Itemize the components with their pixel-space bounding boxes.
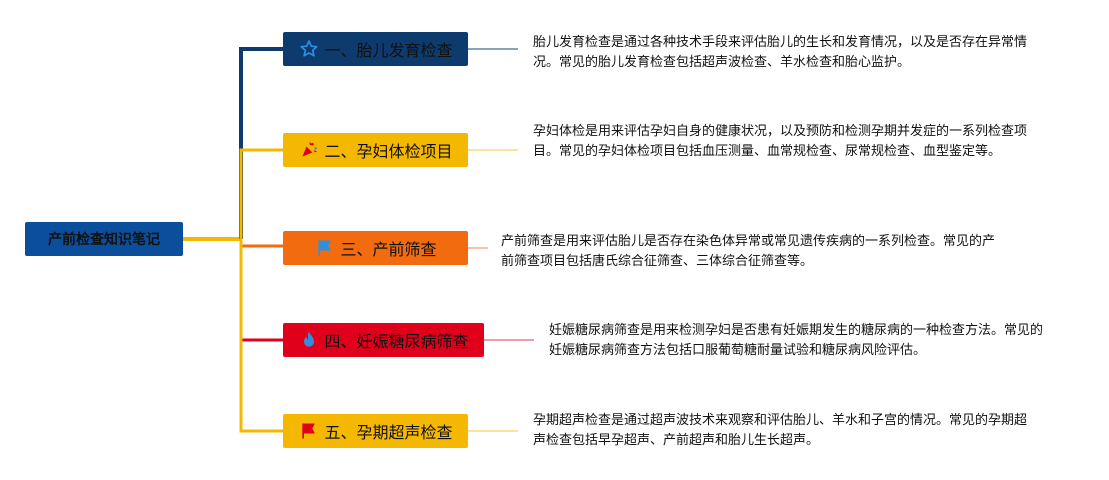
branch-desc-3: 产前筛查是用来评估胎儿是否存在染色体异常或常见遗传疾病的一系列检查。常见的产前筛… (501, 234, 996, 269)
connector-branch-2 (239, 148, 283, 239)
branch-node-5[interactable]: 五、孕期超声检查 (283, 414, 468, 448)
root-node[interactable]: 产前检查知识笔记 (25, 222, 183, 256)
branch-label-4: 四、妊娠糖尿病筛查 (324, 332, 469, 351)
branch-label-2: 二、孕妇体检项目 (324, 142, 453, 161)
branch-node-3[interactable]: 三、产前筛查 (283, 231, 468, 265)
root-label: 产前检查知识笔记 (48, 232, 160, 248)
branch-label-1: 一、胎儿发育检查 (324, 41, 453, 60)
branch-node-4[interactable]: 四、妊娠糖尿病筛查 (283, 323, 484, 357)
flame-icon (298, 329, 320, 351)
branch-label-3: 三、产前筛查 (340, 240, 437, 259)
connector-branch-5 (239, 239, 283, 433)
branch-desc-4: 妊娠糖尿病筛查是用来检测孕妇是否患有妊娠期发生的糖尿病的一种检查方法。常见的妊娠… (549, 323, 1044, 358)
flag-red-icon (298, 420, 320, 442)
connector-branch-1 (239, 47, 283, 239)
branch-node-2[interactable]: 二、孕妇体检项目 (283, 133, 468, 167)
branch-label-5: 五、孕期超声检查 (324, 423, 453, 442)
confetti-icon (298, 139, 320, 161)
branch-desc-2: 孕妇体检是用来评估孕妇自身的健康状况，以及预防和检测孕期并发症的一系列检查项目。… (533, 124, 1028, 159)
connector-branch-3 (239, 239, 283, 248)
branch-node-1[interactable]: 一、胎儿发育检查 (283, 32, 468, 66)
branch-desc-5: 孕期超声检查是通过超声波技术来观察和评估胎儿、羊水和子宫的情况。常见的孕期超声检… (533, 413, 1028, 448)
connector-branch-4 (239, 239, 283, 342)
flag-blue-icon (314, 237, 336, 259)
star-outline-icon (298, 38, 320, 60)
branch-desc-1: 胎儿发育检查是通过各种技术手段来评估胎儿的生长和发育情况，以及是否存在异常情况。… (533, 35, 1028, 70)
